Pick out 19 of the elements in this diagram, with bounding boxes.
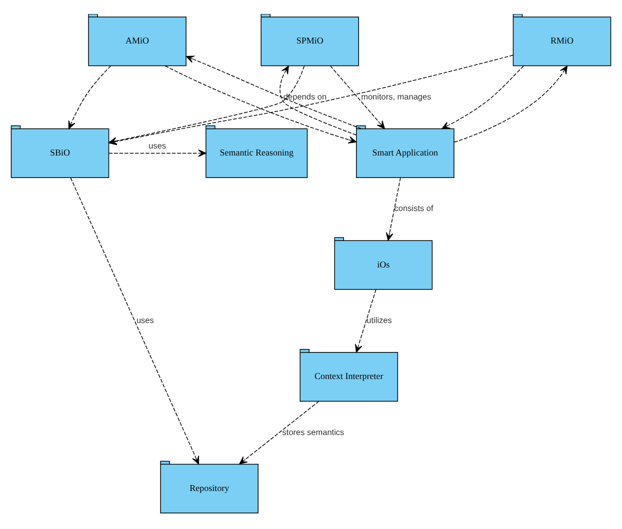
arrow — [454, 65, 568, 142]
arrow — [186, 55, 362, 129]
arrow — [239, 400, 320, 464]
edge-label: uses — [136, 316, 154, 325]
arrow — [70, 176, 200, 464]
arrow — [280, 65, 357, 135]
edge-label: consists of — [394, 204, 434, 213]
arrow — [108, 148, 206, 156]
edge-label: depends on — [283, 92, 327, 101]
arrow — [354, 288, 376, 352]
edge-label: utilizes — [366, 316, 392, 325]
arrow — [386, 176, 401, 240]
edge-label: monitors, manages — [361, 92, 432, 101]
edge-label: stores semantics — [282, 427, 344, 436]
arrow — [68, 65, 112, 129]
arrow — [164, 64, 357, 143]
arrow — [330, 64, 385, 128]
edge-label: uses — [148, 141, 166, 150]
arrow — [442, 65, 524, 129]
